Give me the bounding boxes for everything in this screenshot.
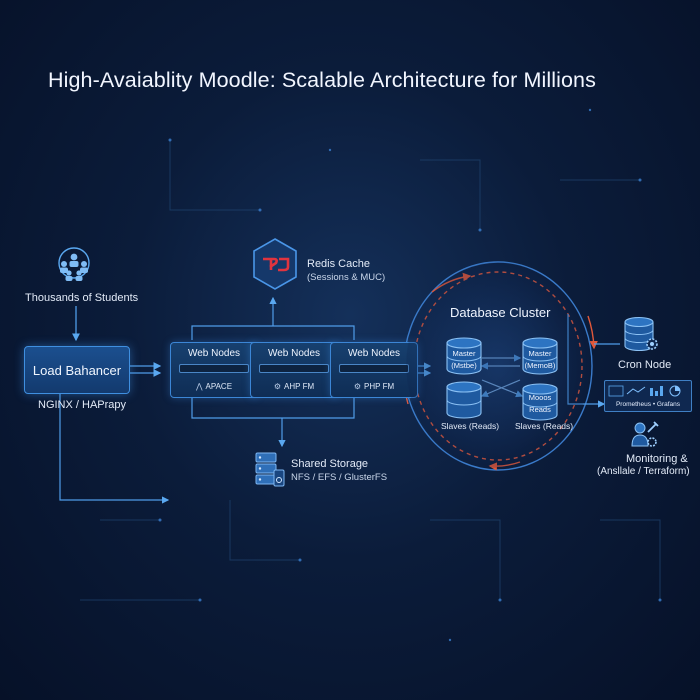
web-node-2[interactable]: Web Nodes ⚙AHP FM: [250, 342, 338, 398]
students-label: Thousands of Students: [25, 292, 139, 304]
load-balancer-box[interactable]: Load Bahancer: [24, 346, 130, 394]
storage-icon: [254, 450, 286, 490]
slaves-right-label: Slaves (Reads): [515, 421, 574, 431]
slave-right-line1: Mooos: [528, 393, 552, 402]
web-node-title: Web Nodes: [187, 348, 241, 359]
database-icon: [622, 316, 662, 356]
web-node-sub: PHP FM: [364, 382, 395, 391]
dashboard-icon: Prometheus • Grafans: [604, 380, 692, 412]
cron-node-label: Cron Node: [618, 359, 672, 371]
background-circuit-lines: [80, 140, 661, 601]
web-node-3[interactable]: Web Nodes ⚙PHP FM: [330, 342, 418, 398]
gear-icon: [644, 336, 660, 352]
monitoring-title: Monitoring &: [626, 453, 688, 465]
slave-right-line2: Reads: [529, 405, 551, 414]
web-node-sub: AHP FM: [284, 382, 315, 391]
web-node-title: Web Nodes: [267, 348, 321, 359]
master-left-line1: Master: [452, 349, 476, 358]
apache-icon: ⋀: [195, 382, 203, 391]
redis-logo-icon: [250, 236, 300, 292]
database-icon: [444, 380, 484, 420]
monitoring-sub: (Ansllale / Terraform): [597, 466, 690, 477]
web-node-bar: [179, 364, 249, 373]
database-cluster[interactable]: [406, 262, 590, 468]
page-title: High-Avaiablity Moodle: Scalable Archite…: [48, 68, 596, 92]
storage-title: Shared Storage: [291, 458, 369, 470]
web-node-1[interactable]: Web Nodes ⋀APACE: [170, 342, 258, 398]
users-icon: [50, 243, 98, 291]
monitoring-tools-icon: [628, 418, 660, 450]
database-icon: [520, 336, 560, 376]
load-balancer-sub: NGINX / HAPrapy: [38, 399, 127, 411]
monitoring-panel-label: Prometheus • Grafans: [615, 401, 681, 408]
gear-icon: ⚙: [273, 382, 282, 391]
database-icon: [520, 382, 560, 422]
database-cluster-title: Database Cluster: [450, 305, 551, 320]
load-balancer-label: Load Bahancer: [32, 362, 122, 378]
background-dots: [158, 108, 662, 642]
web-node-title: Web Nodes: [347, 348, 401, 359]
web-node-bar: [259, 364, 329, 373]
web-node-bar: [339, 364, 409, 373]
slaves-left-label: Slaves (Reads): [441, 421, 500, 431]
web-node-sub: APACE: [205, 382, 233, 391]
redis-sub: (Sessions & MUC): [307, 272, 386, 283]
master-right-line1: Master: [528, 349, 552, 358]
gear-icon: ⚙: [353, 382, 362, 391]
master-right-line2: (MemoB): [524, 361, 556, 370]
database-icon: [444, 336, 484, 376]
redis-title: Redis Cache: [307, 258, 370, 270]
storage-sub: NFS / EFS / GlusterFS: [291, 472, 388, 483]
master-left-line2: (Mstbe): [451, 361, 477, 370]
